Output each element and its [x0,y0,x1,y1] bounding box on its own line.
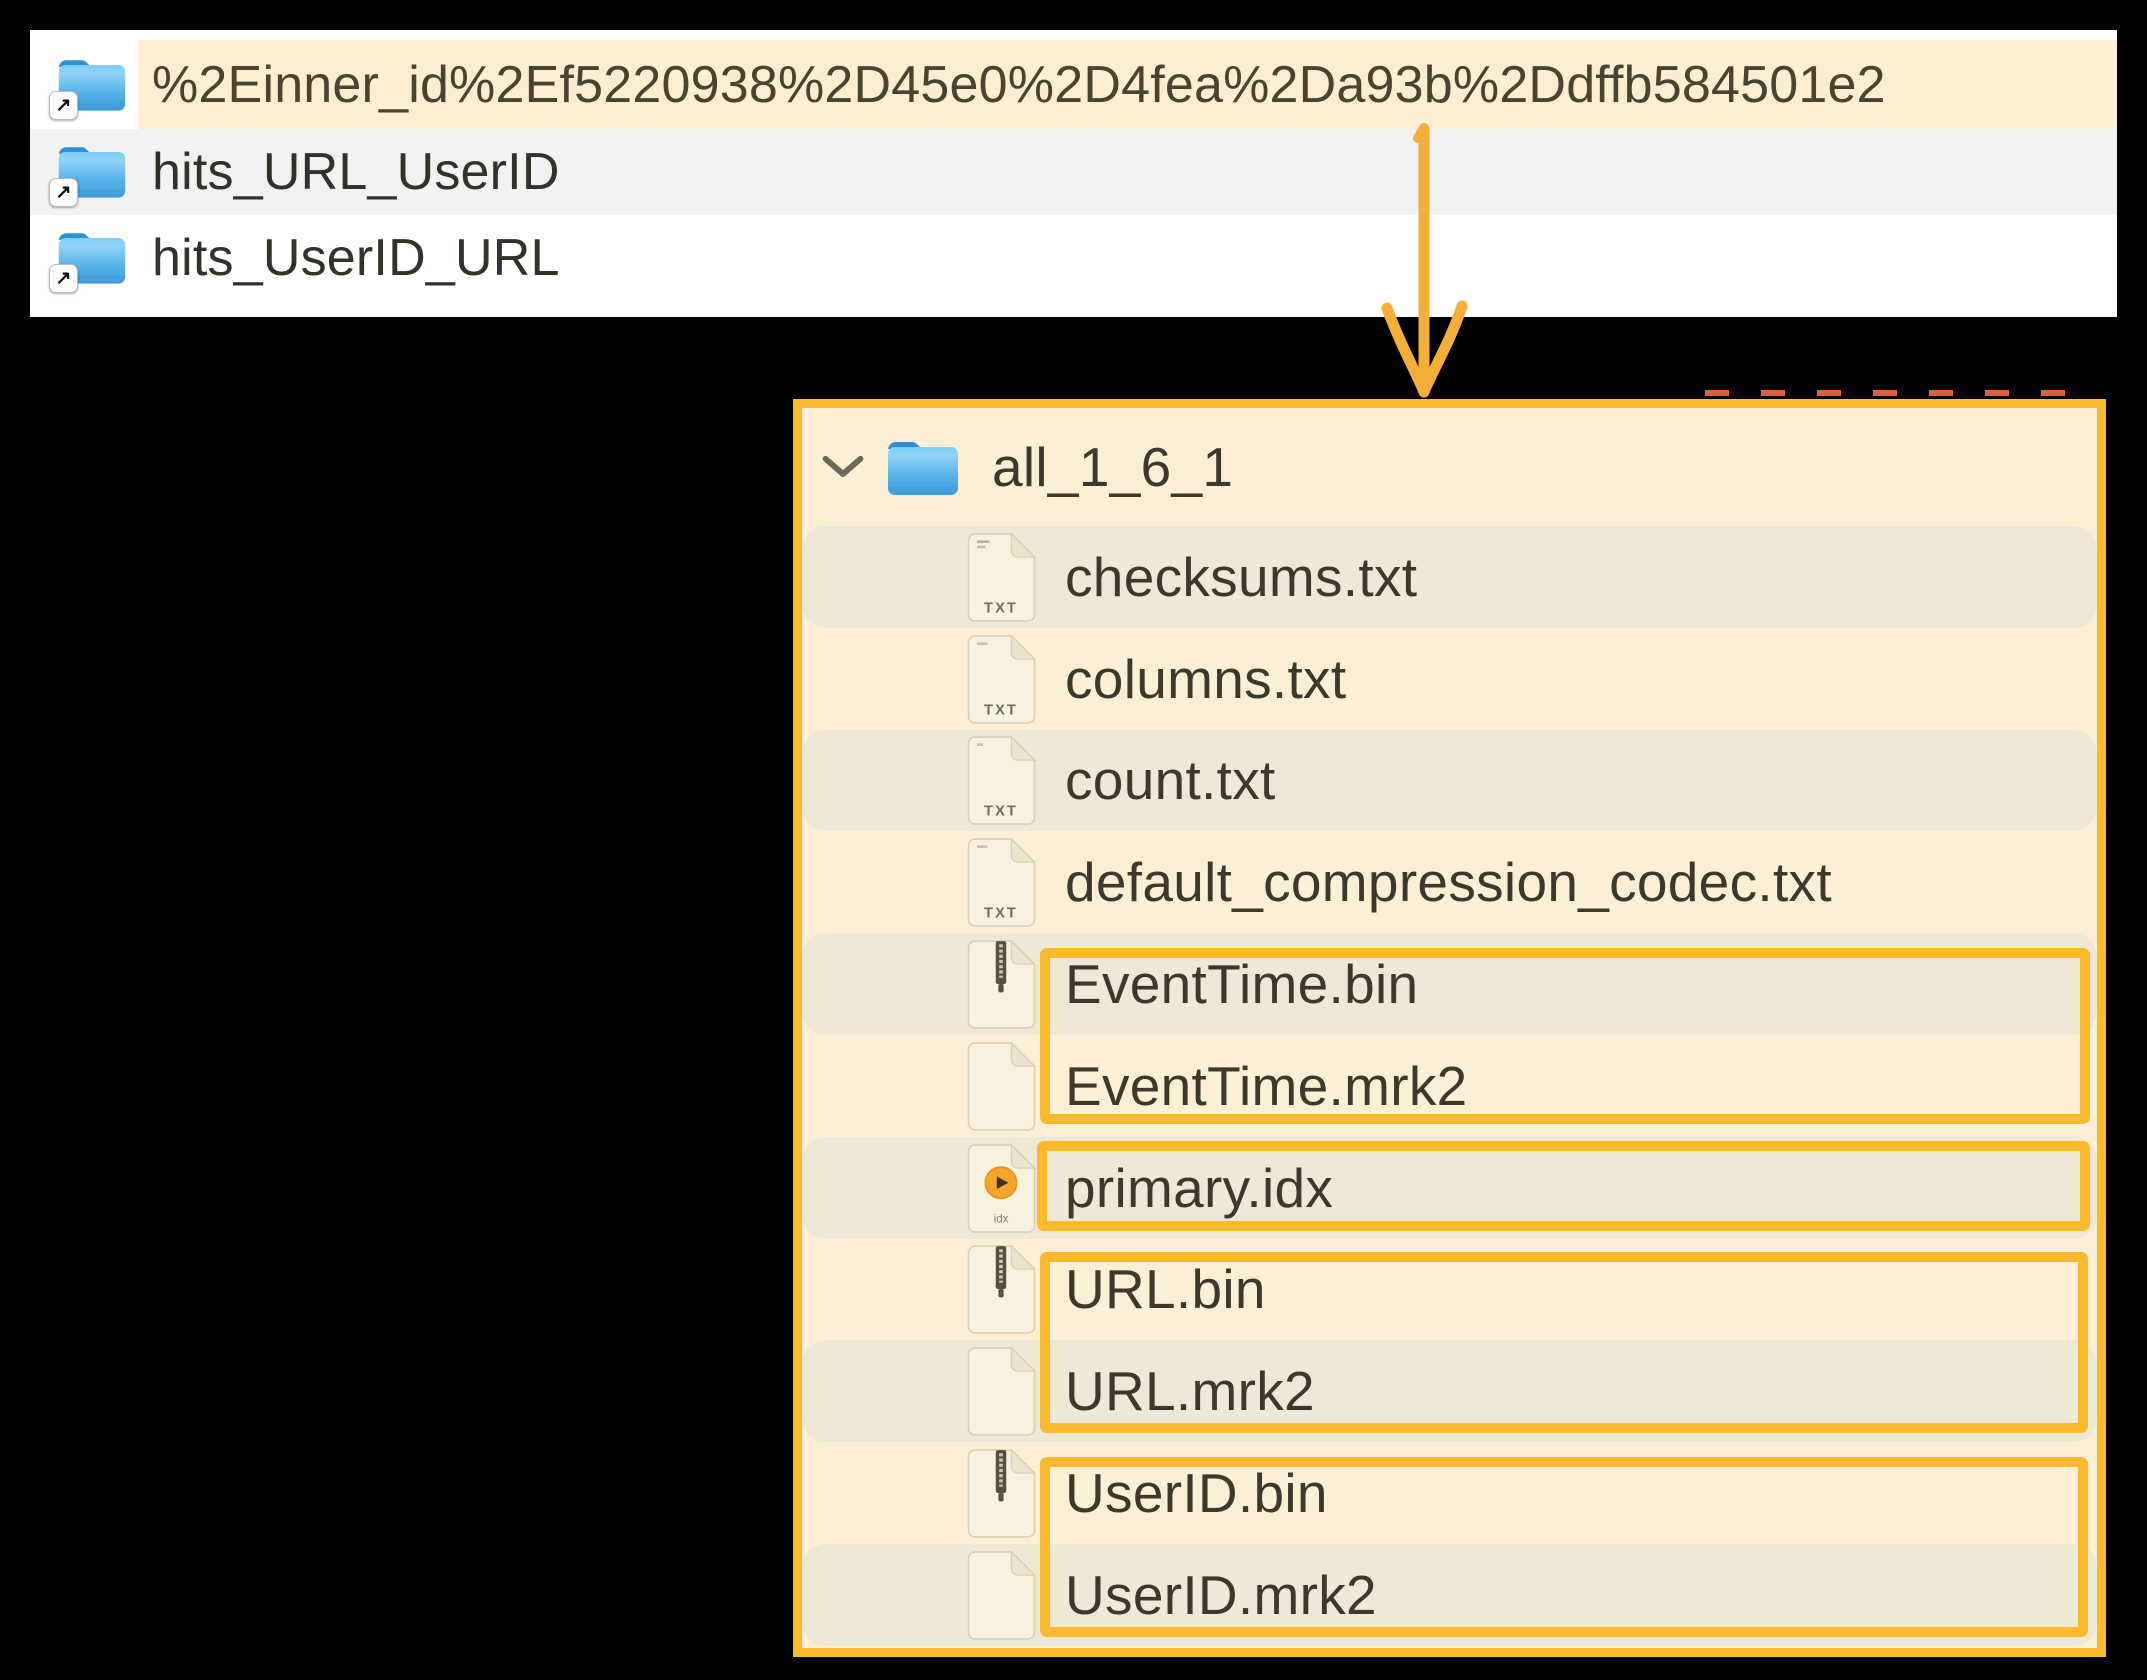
txt-file-icon: TXT [967,533,1036,622]
alias-arrow-badge: ↗ [49,178,78,207]
annotation-box-userid-group [1040,1457,2088,1637]
tree-row-eventtime-mrk2[interactable]: EventTime.mrk2 [802,1035,2097,1137]
folder-name: %2Einner_id%2Ef5220938%2D45e0%2D4fea%2Da… [152,55,1886,114]
file-name: URL.mrk2 [1065,1360,1315,1423]
finder-list-panel: ↗ %2Einner_id%2Ef5220938%2D45e0%2D4fea%2… [30,30,2117,317]
file-name: count.txt [1065,749,1276,812]
file-name: EventTime.bin [1065,953,1419,1016]
annotation-arrow-icon [1381,123,1468,398]
finder-row-hits-userid-url[interactable]: ↗ hits_UserID_URL [30,215,2117,301]
file-name: columns.txt [1065,647,1347,710]
mrk2-file-icon [967,1551,1036,1640]
tree-row-userid-bin[interactable]: UserID.bin [802,1442,2097,1544]
bin-file-icon [967,1245,1036,1335]
txt-badge: TXT [984,702,1018,718]
tree-row-count[interactable]: TXT count.txt [802,729,2097,832]
txt-file-icon: TXT [967,736,1036,826]
file-name: EventTime.mrk2 [1065,1054,1468,1117]
txt-badge: TXT [984,906,1018,922]
txt-badge: TXT [984,804,1018,820]
alias-folder-icon: ↗ [49,227,129,293]
tree-row-columns[interactable]: TXT columns.txt [802,628,2097,730]
alias-arrow-glyph: ↗ [55,268,72,289]
red-dash-marks [1705,390,2090,396]
finder-row-part-dir[interactable]: ↗ %2Einner_id%2Ef5220938%2D45e0%2D4fea%2… [30,40,2117,129]
file-name: URL.bin [1065,1258,1266,1321]
chevron-down-icon[interactable] [822,454,864,480]
alias-arrow-glyph: ↗ [55,182,72,203]
tree-row-checksums[interactable]: TXT checksums.txt [802,526,2097,628]
file-name: checksums.txt [1065,545,1418,608]
folder-icon [888,442,958,495]
folder-name: hits_URL_UserID [152,143,560,201]
mrk2-file-icon [967,1042,1036,1131]
mrk2-file-icon [967,1347,1036,1437]
alias-folder-icon: ↗ [49,141,129,207]
alias-arrow-glyph: ↗ [55,94,72,116]
annotation-box-url-group [1040,1252,2088,1433]
txt-badge: TXT [984,600,1018,616]
bin-file-icon [967,940,1036,1029]
annotation-box-primary-idx [1037,1141,2090,1231]
file-name: primary.idx [1065,1156,1334,1219]
root-folder-name: all_1_6_1 [992,436,1234,498]
tree-row-url-bin[interactable]: URL.bin [802,1239,2097,1341]
idx-file-icon: idx [967,1143,1036,1233]
idx-badge: idx [994,1213,1009,1225]
tree-row-root-folder[interactable]: all_1_6_1 [802,408,2097,526]
txt-file-icon: TXT [967,634,1036,724]
file-name: UserID.bin [1065,1462,1328,1525]
annotation-box-eventtime-group [1040,948,2090,1124]
alias-arrow-badge: ↗ [49,264,78,293]
bin-file-icon [967,1449,1036,1538]
folder-name: hits_UserID_URL [152,229,560,287]
file-name: UserID.mrk2 [1065,1563,1377,1626]
txt-file-icon: TXT [967,838,1036,928]
file-name: default_compression_codec.txt [1065,851,1832,914]
alias-arrow-badge: ↗ [49,90,78,120]
tree-row-default-compression-codec[interactable]: TXT default_compression_codec.txt [802,831,2097,933]
row-highlight [138,40,2117,129]
finder-row-hits-url-userid[interactable]: ↗ hits_URL_UserID [30,129,2117,215]
alias-folder-icon: ↗ [49,54,129,120]
